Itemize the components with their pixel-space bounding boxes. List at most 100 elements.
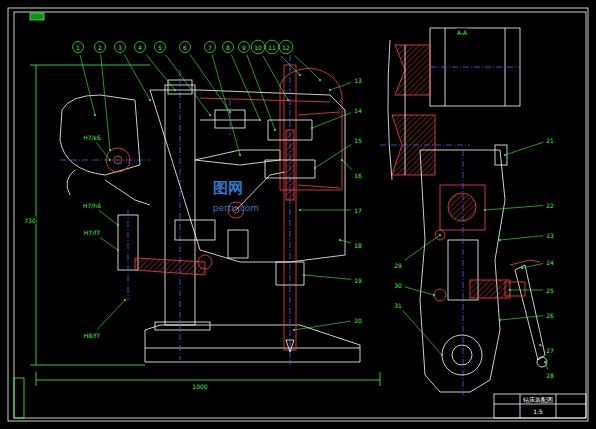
leader-dot bbox=[117, 249, 119, 251]
leader-dot bbox=[311, 127, 313, 129]
leader-line bbox=[294, 321, 351, 330]
callout-number: 1 bbox=[75, 44, 81, 51]
leader-dot bbox=[299, 74, 301, 76]
leader-dot bbox=[293, 329, 295, 331]
leader-line bbox=[101, 55, 110, 151]
callout-number: 17 bbox=[353, 207, 363, 214]
leader-dot bbox=[521, 267, 523, 269]
leader-dot bbox=[124, 299, 126, 301]
callout-number: 9 bbox=[241, 44, 247, 51]
leader-dot bbox=[329, 89, 331, 91]
callout-number: 19 bbox=[353, 277, 363, 284]
callout-number: 15 bbox=[353, 137, 363, 144]
leader-dot bbox=[441, 354, 443, 356]
title-block-text: 钻床装配图 bbox=[522, 396, 554, 403]
leader-line bbox=[485, 206, 543, 210]
leader-line bbox=[545, 362, 548, 370]
leader-dot bbox=[319, 79, 321, 81]
callout-number: 2 bbox=[97, 44, 103, 51]
leader-line bbox=[342, 160, 352, 170]
callout-number: 8 bbox=[225, 44, 231, 51]
leader-dot bbox=[94, 114, 96, 116]
leader-dot bbox=[109, 159, 111, 161]
leader-line bbox=[124, 55, 150, 101]
callout-circle bbox=[135, 42, 146, 53]
leader-dot bbox=[239, 154, 241, 156]
callout-circle bbox=[239, 42, 250, 53]
callout-number: 18 bbox=[353, 242, 363, 249]
dimension-text: 1000 bbox=[191, 383, 208, 390]
dimension-text: H8/f7 bbox=[83, 332, 101, 339]
callout-number: 20 bbox=[353, 317, 363, 324]
callout-circle bbox=[95, 42, 106, 53]
leader-line bbox=[212, 55, 240, 156]
callout-number: 6 bbox=[182, 44, 188, 51]
leader-line bbox=[510, 290, 543, 291]
leader-dot bbox=[341, 159, 343, 161]
leader-line bbox=[99, 211, 118, 226]
leader-dot bbox=[229, 111, 231, 113]
leader-dot bbox=[499, 319, 501, 321]
leader-dot bbox=[149, 99, 151, 101]
leader-line bbox=[281, 56, 300, 75]
callout-circle bbox=[115, 42, 126, 53]
callout-circle bbox=[251, 40, 265, 54]
callout-circle bbox=[223, 42, 234, 53]
callout-number: 23 bbox=[545, 232, 555, 239]
leader-line bbox=[312, 113, 351, 128]
callout-number: 24 bbox=[545, 259, 555, 266]
leader-line bbox=[403, 311, 442, 356]
leader-dot bbox=[433, 294, 435, 296]
title-block-text: 1:5 bbox=[532, 408, 544, 415]
callout-number: 31 bbox=[393, 302, 403, 309]
callout-number: 26 bbox=[545, 312, 555, 319]
leader-line bbox=[304, 275, 351, 279]
leader-line bbox=[97, 300, 125, 330]
leader-dot bbox=[109, 149, 111, 151]
leader-line bbox=[540, 345, 543, 347]
leader-line bbox=[340, 240, 351, 243]
leader-dot bbox=[509, 289, 511, 291]
leader-dot bbox=[303, 274, 305, 276]
leader-line bbox=[295, 56, 320, 80]
leader-dot bbox=[484, 209, 486, 211]
leader-line bbox=[330, 82, 351, 90]
callout-number: 30 bbox=[393, 282, 403, 289]
leader-dot bbox=[274, 129, 276, 131]
callout-number: 11 bbox=[267, 44, 277, 51]
leader-line bbox=[100, 238, 118, 251]
callout-number: 14 bbox=[353, 107, 363, 114]
callout-circle bbox=[205, 42, 216, 53]
callout-circle bbox=[279, 40, 293, 54]
callout-circle bbox=[180, 42, 191, 53]
leader-line bbox=[96, 143, 110, 161]
leader-line bbox=[405, 235, 440, 260]
leader-dot bbox=[339, 239, 341, 241]
callout-number: 22 bbox=[545, 202, 555, 209]
leader-dot bbox=[287, 99, 289, 101]
callout-number: 29 bbox=[393, 262, 403, 269]
callout-number: 21 bbox=[545, 137, 555, 144]
leader-dot bbox=[174, 89, 176, 91]
callout-number: 10 bbox=[253, 44, 263, 51]
leader-line bbox=[300, 210, 351, 211]
watermark: pertu.com bbox=[212, 203, 260, 213]
leader-dot bbox=[314, 167, 316, 169]
leader-dot bbox=[439, 234, 441, 236]
leader-line bbox=[166, 55, 210, 116]
callout-number: 5 bbox=[157, 44, 163, 51]
callout-number: 28 bbox=[545, 372, 555, 379]
leader-line bbox=[500, 236, 543, 240]
callout-number: 3 bbox=[117, 44, 123, 51]
leader-line bbox=[505, 142, 543, 155]
leader-line bbox=[146, 55, 175, 91]
watermark: 图网 bbox=[212, 180, 244, 196]
leader-dot bbox=[504, 154, 506, 156]
callout-number: 12 bbox=[281, 44, 291, 51]
callout-number: 7 bbox=[207, 44, 213, 51]
leader-line bbox=[315, 144, 351, 168]
callout-number: 27 bbox=[545, 347, 555, 354]
leader-line bbox=[190, 55, 230, 113]
leader-line bbox=[231, 55, 260, 121]
